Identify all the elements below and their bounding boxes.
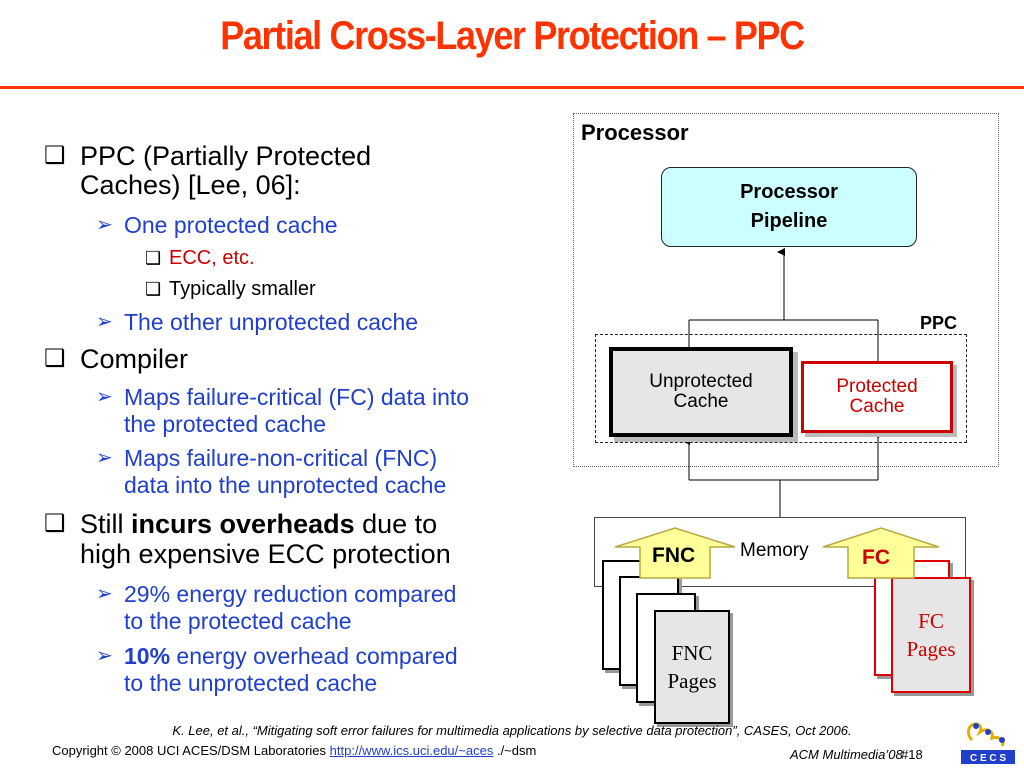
bullet-text: Still incurs overheads due to [80, 509, 438, 539]
cache-label: Protected [836, 376, 918, 397]
unprotected-cache: Unprotected Cache [609, 347, 793, 437]
pages-label: Pages [906, 637, 956, 661]
subsubbullet-text: ECC, etc. [169, 247, 255, 269]
bullet-emphasis: incurs overheads [131, 509, 355, 539]
subbullet-text: to the unprotected cache [124, 670, 378, 696]
processor-pipeline: Processor Pipeline [661, 167, 917, 247]
checkbox-bullet-icon: ❑ [145, 248, 162, 268]
subsubbullet-text: Typically smaller [169, 278, 316, 300]
subbullet-text: Maps failure-critical (FC) data into [124, 384, 470, 410]
arrow-bullet-icon: ➢ [96, 447, 113, 469]
slide-number: #18 [901, 747, 923, 762]
fnc-pages: FNC Pages [654, 610, 730, 724]
fnc-arrow-label: FNC [652, 544, 696, 567]
slide-title: Partial Cross-Layer Protection – PPC [220, 14, 805, 58]
checkbox-bullet-icon: ❑ [44, 142, 66, 169]
processor-label: Processor [581, 120, 689, 145]
arrow-bullet-icon: ➢ [96, 583, 113, 605]
subbullet-text: to the protected cache [124, 608, 352, 634]
copyright-text: Copyright © 2008 UCI ACES/DSM Laboratori… [52, 743, 330, 758]
copyright: Copyright © 2008 UCI ACES/DSM Laboratori… [52, 743, 536, 758]
cache-label: Cache [673, 391, 729, 412]
conference-name: ACM Multimedia’08 [790, 747, 903, 762]
ppc-box [595, 334, 967, 443]
subbullet-text: One protected cache [124, 212, 338, 238]
reference-citation: K. Lee, et al., “Mitigating soft error f… [172, 723, 852, 738]
arrow-bullet-icon: ➢ [96, 214, 113, 236]
bullet-text: high expensive ECC protection [80, 539, 451, 569]
pipeline-label: Processor [740, 181, 838, 203]
subbullet-text: the protected cache [124, 411, 327, 437]
cache-label: Cache [849, 396, 905, 417]
fnc-up-arrow-icon [614, 527, 736, 579]
cecs-logo-icon: C E C S [961, 722, 1015, 764]
path-text: ./~dsm [496, 743, 537, 758]
protected-cache: Protected Cache [801, 361, 953, 433]
aces-link[interactable]: http://www.ics.uci.edu/~aces [329, 743, 494, 758]
subbullet-text: The other unprotected cache [124, 309, 419, 335]
arrow-bullet-icon: ➢ [96, 645, 113, 667]
title-rule [0, 86, 1024, 89]
pages-label: FNC [671, 641, 713, 665]
arrow-bullet-icon: ➢ [96, 311, 113, 333]
fc-up-arrow-icon [822, 527, 940, 579]
subbullet-text: 29% energy reduction compared [124, 581, 457, 607]
checkbox-bullet-icon: ❑ [44, 345, 66, 372]
subbullet-text: Maps failure-non-critical (FNC) [124, 445, 438, 471]
pipeline-label: Pipeline [750, 210, 828, 232]
checkbox-bullet-icon: ❑ [44, 510, 66, 537]
fc-pages: FC Pages [891, 577, 971, 693]
pages-label: Pages [667, 669, 717, 693]
bullet-text: Compiler [80, 344, 189, 374]
bullet-text: PPC (Partially Protected [80, 141, 372, 171]
checkbox-bullet-icon: ❑ [145, 279, 162, 299]
memory-label: Memory [740, 540, 809, 561]
arrow-bullet-icon: ➢ [96, 386, 113, 408]
fc-arrow-label: FC [862, 546, 890, 569]
pages-label: FC [918, 609, 944, 633]
cache-label: Unprotected [649, 371, 753, 392]
subbullet-text: data into the unprotected cache [124, 472, 447, 498]
processor-box [573, 113, 999, 467]
ppc-label: PPC [920, 313, 958, 333]
svg-text:C E C S: C E C S [970, 753, 1006, 764]
bullet-text: Caches) [Lee, 06]: [80, 170, 301, 200]
subbullet-text: 10% energy overhead compared [124, 643, 458, 669]
